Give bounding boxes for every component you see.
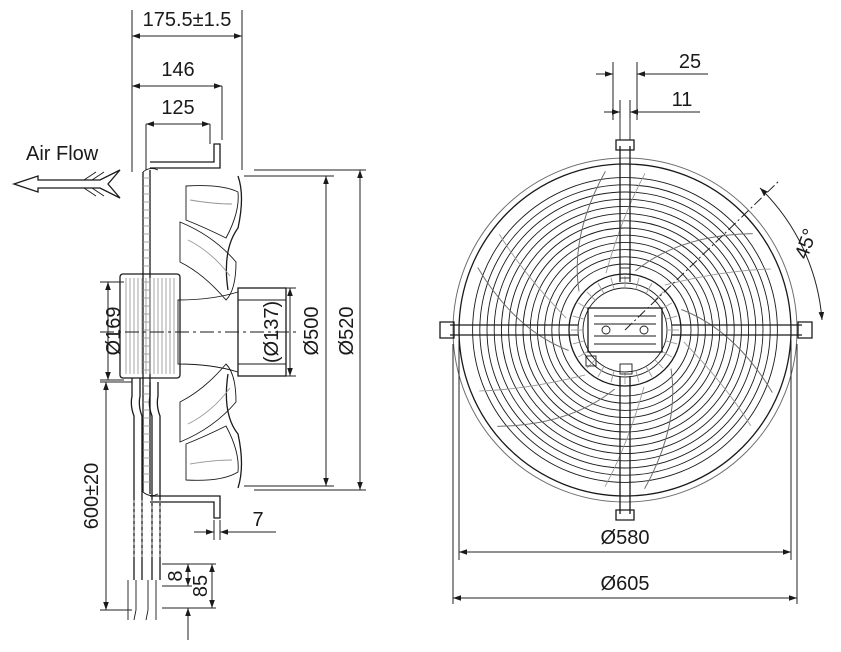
guard-struts: [439, 116, 813, 521]
fan-blades-side: [177, 175, 243, 489]
dim-dia-605: Ø605: [601, 573, 650, 595]
air-flow-arrow: [11, 169, 121, 199]
dim-flange-7: 7: [252, 509, 263, 531]
strip-dimensions: [162, 563, 216, 640]
dim-strip-85: 85: [190, 575, 212, 597]
side-view: Air Flow 175.5±1.5 146 125 Ø169 (Ø137) Ø…: [11, 9, 366, 640]
dim-dia-520: Ø520: [336, 307, 358, 356]
dim-width-25: 25: [679, 51, 701, 73]
diameter-dimensions-side: [100, 169, 366, 491]
dim-strip-8: 8: [165, 570, 187, 581]
depth-dimensions: [131, 10, 243, 172]
dim-dia-169: Ø169: [103, 307, 125, 356]
motor-cooling-fins: [125, 278, 175, 374]
dim-depth-125: 125: [161, 97, 194, 119]
motor-hub-front: [568, 267, 682, 387]
outer-ring-605: [452, 157, 798, 503]
front-diameter-dimensions: [452, 340, 798, 604]
dim-width-11: 11: [672, 89, 693, 111]
dim-dia-580: Ø580: [601, 527, 650, 549]
grille-ribs: [143, 177, 150, 483]
power-cable: [127, 378, 161, 621]
flange-dimension: [194, 520, 276, 540]
mounting-bracket: [150, 143, 221, 519]
dim-angle-45: 45°: [791, 226, 822, 262]
dim-dia-137: (Ø137): [261, 301, 283, 363]
angle-dimension: [624, 179, 825, 331]
air-flow-label: Air Flow: [26, 143, 99, 165]
guard-concentric-rings: [472, 177, 778, 483]
front-view: 25 11 45° Ø580 Ø605: [439, 51, 825, 604]
dim-cable-length: 600±20: [81, 463, 103, 530]
hub-fins: [571, 276, 679, 384]
guard-ring-580: [458, 163, 792, 497]
fan-blades-front: [477, 170, 773, 490]
dim-depth-146: 146: [161, 59, 194, 81]
strut-width-dimensions: [596, 62, 708, 120]
dim-depth-total: 175.5±1.5: [143, 9, 232, 31]
dim-dia-500: Ø500: [301, 307, 323, 356]
cable-length-dimension: [100, 381, 132, 611]
motor-side: [119, 273, 181, 379]
